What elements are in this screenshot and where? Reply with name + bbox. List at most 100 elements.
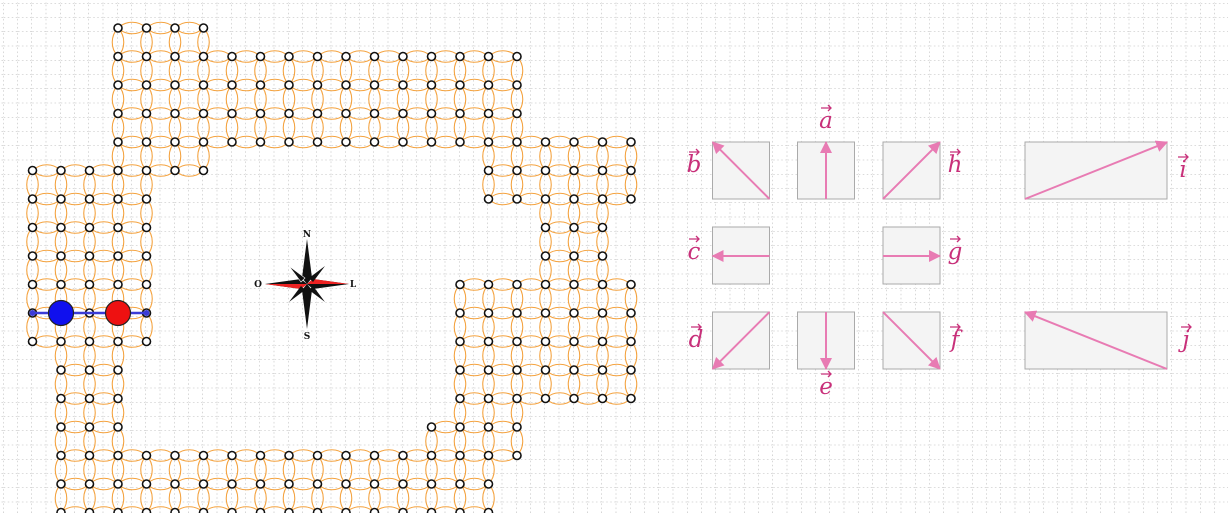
board-node[interactable] [626, 137, 636, 147]
board-node[interactable] [84, 365, 95, 375]
board-node[interactable] [398, 108, 408, 119]
board-node[interactable] [569, 251, 579, 261]
board-node[interactable] [341, 51, 351, 62]
board-node[interactable] [455, 479, 465, 489]
board-node[interactable] [284, 450, 294, 461]
board-node[interactable] [170, 51, 180, 62]
board-node[interactable] [56, 365, 66, 375]
board-node[interactable] [84, 279, 95, 290]
board-node[interactable] [540, 137, 551, 147]
board-node[interactable] [84, 393, 95, 404]
board-node[interactable] [113, 365, 123, 375]
board-node[interactable] [626, 194, 636, 204]
board-node[interactable] [255, 479, 266, 489]
board-node[interactable] [540, 336, 551, 347]
board-node[interactable] [626, 279, 636, 290]
board-node[interactable] [27, 165, 38, 176]
board-node[interactable] [455, 507, 465, 513]
board-node[interactable] [426, 108, 437, 119]
board-node[interactable] [369, 137, 380, 147]
board-node[interactable] [170, 108, 180, 119]
board-node[interactable] [170, 479, 180, 489]
board-node[interactable] [284, 507, 294, 513]
board-node[interactable] [369, 450, 380, 461]
board-node[interactable] [56, 479, 66, 489]
board-node[interactable] [455, 137, 465, 147]
board-node[interactable] [284, 80, 294, 90]
board-node[interactable] [84, 251, 95, 261]
board-node[interactable] [569, 308, 579, 318]
board-node[interactable] [369, 479, 380, 489]
board-node[interactable] [141, 507, 152, 513]
board-node[interactable] [84, 336, 95, 347]
board-node[interactable] [84, 422, 95, 432]
board-node[interactable] [569, 165, 579, 176]
board-node[interactable] [569, 279, 579, 290]
board-node[interactable] [312, 450, 323, 461]
board-node[interactable] [56, 450, 66, 461]
board-node[interactable] [569, 137, 579, 147]
board-node[interactable] [84, 507, 95, 513]
board-node[interactable] [569, 336, 579, 347]
board-node[interactable] [455, 336, 465, 347]
board-node[interactable] [626, 165, 636, 176]
board-node[interactable] [170, 507, 180, 513]
board-node[interactable] [141, 137, 152, 147]
board-node[interactable] [113, 137, 123, 147]
board-node[interactable] [170, 165, 180, 176]
board-node[interactable] [255, 507, 266, 513]
board-node[interactable] [626, 393, 636, 404]
board-node[interactable] [312, 80, 323, 90]
board-node[interactable] [455, 365, 465, 375]
board-node[interactable] [141, 251, 152, 261]
board-node[interactable] [56, 222, 66, 233]
board-node[interactable] [56, 251, 66, 261]
board-node[interactable] [597, 222, 608, 233]
board-node[interactable] [227, 51, 237, 62]
board-node[interactable] [426, 51, 437, 62]
board-node[interactable] [597, 165, 608, 176]
board-node[interactable] [597, 251, 608, 261]
board-node[interactable] [227, 108, 237, 119]
board-node[interactable] [512, 450, 522, 461]
board-node[interactable] [27, 336, 38, 347]
board-node[interactable] [597, 393, 608, 404]
board-node[interactable] [141, 51, 152, 62]
board-node[interactable] [483, 450, 494, 461]
board-node[interactable] [312, 507, 323, 513]
board-node[interactable] [27, 222, 38, 233]
board-node[interactable] [426, 80, 437, 90]
board-node[interactable] [27, 251, 38, 261]
board-node[interactable] [341, 507, 351, 513]
board-node[interactable] [597, 279, 608, 290]
board-node[interactable] [398, 450, 408, 461]
board-node[interactable] [113, 422, 123, 432]
board-node[interactable] [113, 80, 123, 90]
board-node[interactable] [426, 137, 437, 147]
board-node[interactable] [227, 80, 237, 90]
board-node[interactable] [483, 365, 494, 375]
board-node[interactable] [141, 279, 152, 290]
board-node[interactable] [483, 308, 494, 318]
board-node[interactable] [113, 23, 123, 33]
board-node[interactable] [56, 422, 66, 432]
board-node[interactable] [198, 507, 209, 513]
board-node[interactable] [141, 194, 152, 204]
board-node[interactable] [512, 279, 522, 290]
blue-piece[interactable] [47, 299, 75, 327]
board-node[interactable] [113, 279, 123, 290]
board-node[interactable] [284, 51, 294, 62]
board-node[interactable] [540, 222, 551, 233]
board-node[interactable] [455, 279, 465, 290]
board-node[interactable] [512, 80, 522, 90]
board-node[interactable] [369, 108, 380, 119]
board-node[interactable] [84, 222, 95, 233]
board-node[interactable] [483, 108, 494, 119]
board-node[interactable] [255, 108, 266, 119]
board-node[interactable] [227, 507, 237, 513]
board-node[interactable] [597, 137, 608, 147]
board-node[interactable] [198, 51, 209, 62]
board-node[interactable] [84, 165, 95, 176]
board-node[interactable] [597, 194, 608, 204]
board-node[interactable] [141, 165, 152, 176]
